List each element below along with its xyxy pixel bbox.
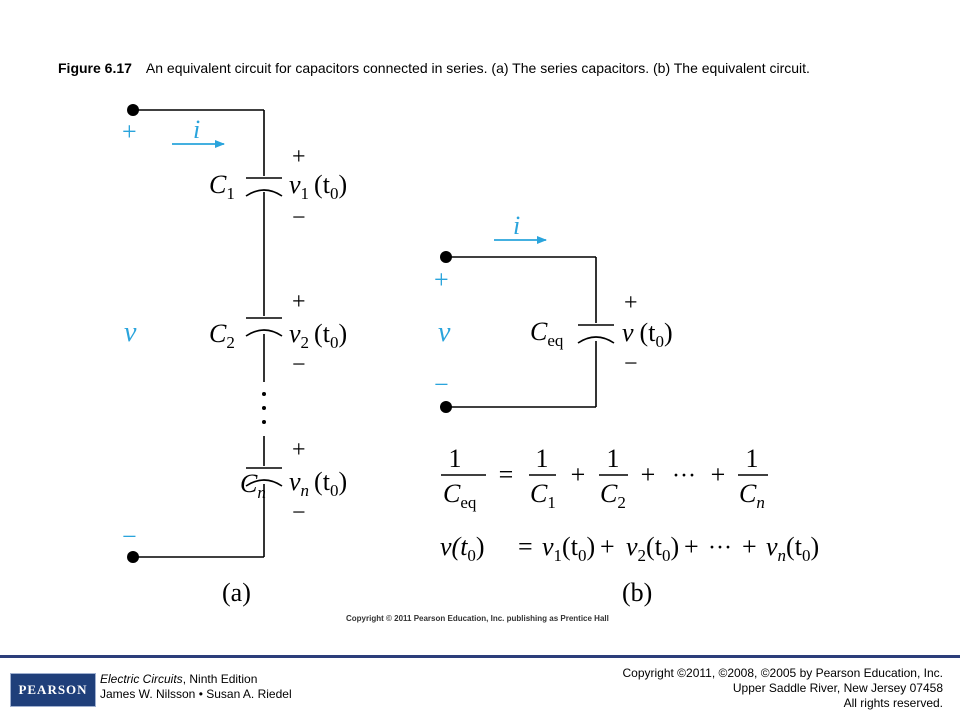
book-info: Electric Circuits, Ninth Edition James W… [100, 672, 292, 702]
v2-label: v2(t0) [289, 319, 347, 352]
eq1-plus: + [711, 460, 726, 489]
ceq-minus: − [624, 351, 638, 377]
voltage-label-a: v [124, 317, 137, 348]
pearson-logo: PEARSON [10, 673, 96, 707]
cn-label: Cn [240, 469, 266, 502]
terminal-dot-bottom-b [440, 401, 452, 413]
vn-label: vn(t0) [289, 467, 347, 500]
c1-plus: + [292, 144, 306, 170]
eq1-ellipsis: ··· [672, 463, 696, 489]
voltage-label-b: v [438, 317, 451, 348]
rights-line-2: Upper Saddle River, New Jersey 07458 [732, 681, 943, 695]
figure-label-b: (b) [622, 578, 652, 607]
book-title-line: Electric Circuits, Ninth Edition [100, 672, 292, 687]
eq2-lhs: v(t0) [440, 532, 485, 565]
book-title: Electric Circuits [100, 672, 183, 686]
eq1-lhs-numerator: 1 [449, 444, 462, 473]
eq2-term2: v2(t0) [626, 532, 679, 565]
figure-caption: Figure 6.17 An equivalent circuit for cap… [58, 59, 918, 77]
eq1-term2-denominator: C2 [600, 479, 626, 512]
rights-line-3: All rights reserved. [843, 696, 943, 710]
figure-label: Figure 6.17 [58, 60, 132, 76]
eq1-equals: = [499, 460, 514, 489]
eq2-term3: vn(t0) [766, 532, 819, 565]
rights-notice: Copyright ©2011, ©2008, ©2005 by Pearson… [622, 666, 943, 711]
book-authors: James W. Nilsson • Susan A. Riedel [100, 687, 292, 701]
plus-sign-a: + [122, 117, 137, 146]
ceq-label: Ceq [530, 317, 564, 350]
c2-label: C2 [209, 319, 235, 352]
cn-minus: − [292, 500, 306, 526]
eq1-term2-numerator: 1 [607, 444, 620, 473]
terminal-dot-top-b [440, 251, 452, 263]
eq1-plus: + [641, 460, 656, 489]
terminal-dot-top-a [127, 104, 139, 116]
eq1-term1-numerator: 1 [536, 444, 549, 473]
equation-series-capacitance: 1 Ceq = 1 C1 + 1 C2 + ··· + 1 Cn [441, 444, 768, 512]
cn-plus: + [292, 437, 306, 463]
eq1-plus: + [571, 460, 586, 489]
figure-copyright: Copyright © 2011 Pearson Education, Inc.… [346, 614, 609, 623]
rights-line-1: Copyright ©2011, ©2008, ©2005 by Pearson… [622, 666, 943, 680]
eq2-plus: + [742, 532, 757, 561]
terminal-dot-bottom-a [127, 551, 139, 563]
footer-divider [0, 655, 960, 658]
c1-minus: − [292, 205, 306, 231]
circuit-a [133, 109, 283, 558]
equation-voltage-sum: v(t0) = v1(t0) + v2(t0) + ··· + vn(t0) [440, 532, 819, 565]
capacitor-c1-plate-curved [245, 189, 283, 197]
eq2-ellipsis: ··· [708, 535, 732, 561]
minus-sign-a: − [122, 522, 137, 551]
dot [262, 392, 266, 396]
current-label-b: i [513, 211, 520, 240]
figure-label-a: (a) [222, 578, 251, 607]
eq1-term1-denominator: C1 [530, 479, 556, 512]
c1-label: C1 [209, 170, 235, 203]
capacitor-c2-plate-curved [245, 329, 283, 337]
capacitor-cn-plate-curved [245, 479, 283, 487]
book-edition: , Ninth Edition [182, 672, 258, 686]
capacitor-ceq-plate-curved [577, 336, 615, 344]
eq2-equals: = [518, 532, 533, 561]
eq1-term3-numerator: 1 [746, 444, 759, 473]
c2-plus: + [292, 289, 306, 315]
dot [262, 406, 266, 410]
minus-sign-b: − [434, 370, 449, 399]
ceq-plus: + [624, 290, 638, 316]
current-label-a: i [193, 115, 200, 144]
eq2-plus: + [684, 532, 699, 561]
eq1-term3-denominator: Cn [739, 479, 765, 512]
plus-sign-b: + [434, 265, 449, 294]
c2-minus: − [292, 352, 306, 378]
eq1-lhs-denominator: Ceq [443, 479, 477, 512]
continuation-dots [262, 392, 266, 424]
v1-label: v1(t0) [289, 170, 347, 203]
eq2-term1: v1(t0) [542, 532, 595, 565]
eq2-plus: + [600, 532, 615, 561]
dot [262, 420, 266, 424]
circuit-b [446, 256, 615, 408]
caption-text: An equivalent circuit for capacitors con… [145, 60, 810, 76]
circuit-figure: + i v − C1 + v1(t0) − C2 + v2(t0) − Cn +… [122, 104, 819, 607]
v-ceq-label: v(t0) [622, 318, 673, 351]
